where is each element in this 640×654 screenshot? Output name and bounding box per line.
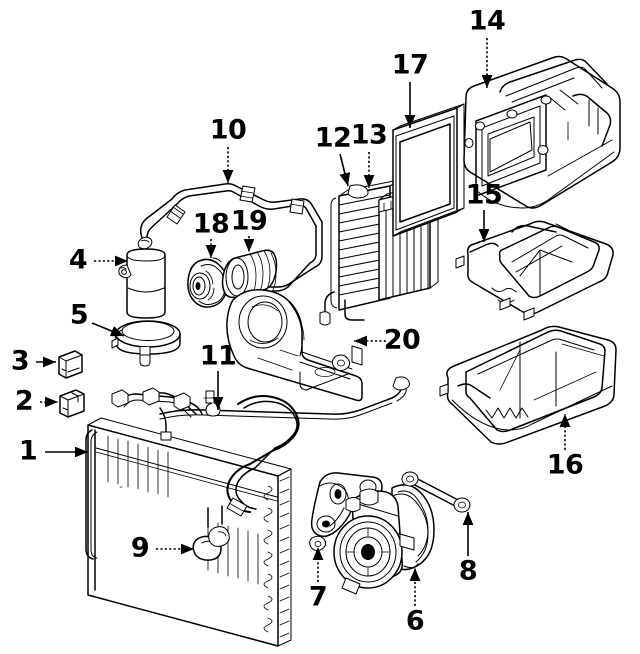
callout-arrowhead-17 bbox=[404, 115, 416, 128]
callout-number-8[interactable]: 8 bbox=[459, 556, 478, 587]
callout-number-16[interactable]: 16 bbox=[547, 450, 584, 481]
callout-arrowhead-7 bbox=[312, 547, 324, 560]
callout-number-5[interactable]: 5 bbox=[70, 300, 89, 331]
part-blower-motor bbox=[187, 257, 228, 308]
part-hvac-case-upper bbox=[463, 55, 621, 209]
callout-number-1[interactable]: 1 bbox=[19, 436, 38, 467]
callout-leaders bbox=[36, 38, 571, 606]
callout-arrowhead-4 bbox=[115, 255, 128, 267]
callout-arrowhead-18 bbox=[205, 245, 217, 258]
callout-arrowhead-14 bbox=[481, 75, 493, 88]
callout-number-7[interactable]: 7 bbox=[309, 582, 328, 613]
callout-number-20[interactable]: 20 bbox=[384, 325, 421, 356]
callout-number-3[interactable]: 3 bbox=[11, 346, 30, 377]
callout-arrowhead-20 bbox=[354, 335, 367, 347]
callout-arrowhead-12 bbox=[339, 172, 351, 186]
callout-number-17[interactable]: 17 bbox=[392, 50, 429, 81]
callout-arrowhead-19 bbox=[243, 239, 255, 252]
callout-arrowhead-1 bbox=[75, 446, 88, 458]
callout-number-12[interactable]: 12 bbox=[315, 123, 352, 154]
callout-arrowhead-15 bbox=[478, 229, 490, 242]
callout-number-6[interactable]: 6 bbox=[406, 606, 425, 637]
part-pressure-switch bbox=[59, 389, 85, 418]
callout-number-9[interactable]: 9 bbox=[131, 533, 150, 564]
callout-number-19[interactable]: 19 bbox=[231, 206, 268, 237]
part-accumulator-drier bbox=[118, 248, 166, 319]
callout-number-11[interactable]: 11 bbox=[200, 341, 237, 372]
callout-arrowhead-3 bbox=[43, 356, 56, 368]
part-compressor bbox=[333, 484, 435, 595]
part-evaporator-seal-frame bbox=[392, 103, 465, 237]
part-blower-housing bbox=[226, 288, 363, 402]
callout-arrowhead-13 bbox=[363, 175, 375, 188]
part-compressor-brace-rod bbox=[401, 471, 471, 513]
callout-arrowhead-9 bbox=[181, 543, 194, 555]
callout-number-10[interactable]: 10 bbox=[210, 115, 247, 146]
part-condenser-line-fitting bbox=[192, 505, 230, 561]
callout-number-14[interactable]: 14 bbox=[469, 6, 506, 37]
callout-arrowhead-6 bbox=[409, 568, 421, 581]
callout-arrowhead-16 bbox=[559, 414, 571, 427]
part-hvac-case-lower bbox=[439, 325, 617, 445]
callout-arrowhead-5 bbox=[109, 326, 124, 337]
callout-number-15[interactable]: 15 bbox=[466, 180, 503, 211]
callout-number-2[interactable]: 2 bbox=[15, 386, 34, 417]
callout-arrowhead-10 bbox=[222, 170, 234, 183]
part-heater-core bbox=[319, 179, 400, 326]
part-drier-bracket-clamp bbox=[111, 320, 181, 367]
callout-arrowhead-11 bbox=[212, 397, 224, 410]
callout-number-13[interactable]: 13 bbox=[351, 120, 388, 151]
callout-arrowhead-8 bbox=[462, 512, 474, 525]
callout-number-18[interactable]: 18 bbox=[193, 209, 230, 240]
callout-arrowhead-2 bbox=[45, 396, 58, 408]
part-relay-sensor bbox=[58, 350, 83, 379]
callout-number-4[interactable]: 4 bbox=[69, 245, 88, 276]
part-hvac-case-middle bbox=[455, 220, 614, 321]
